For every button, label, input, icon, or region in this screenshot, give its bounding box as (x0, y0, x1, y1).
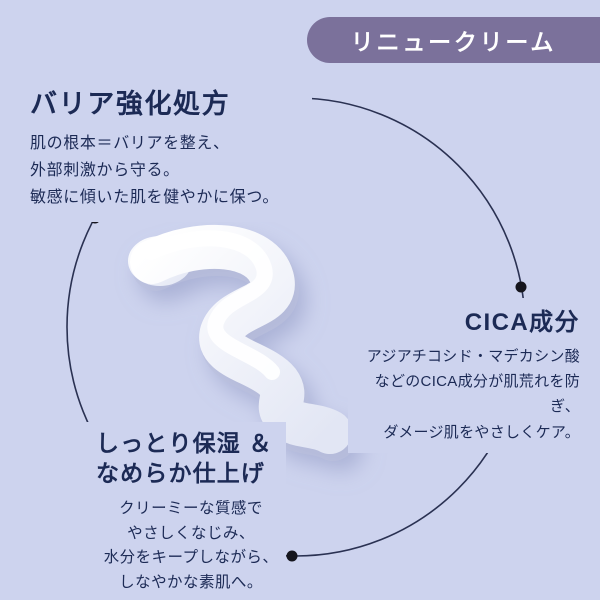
barrier-title: バリア強化処方 (30, 89, 231, 119)
barrier-line: 肌の根本＝バリアを整え、 (30, 135, 230, 152)
product-badge-label: リニュークリーム (350, 29, 557, 55)
barrier-line: 外部刺激から守る。 (30, 161, 180, 179)
product-badge: リニュークリーム (307, 17, 600, 63)
cica-line: ダメージ肌をやさしくケア。 (383, 423, 580, 441)
section-moisture: しっとり保湿 ＆ なめらか仕上げ クリーミーな質感で やさしくなじみ、 水分をキ… (84, 422, 286, 600)
ring-dot-cica (515, 281, 527, 293)
cream-swirl-image (128, 224, 356, 461)
moisture-line: しなやかな素肌へ。 (119, 574, 263, 592)
moisture-line: クリーミーな質感で (119, 499, 263, 517)
barrier-description: 肌の根本＝バリアを整え、 外部刺激から守る。 敏感に傾いた肌を健やかに保つ。 (30, 131, 312, 212)
barrier-line: 敏感に傾いた肌を健やかに保つ。 (30, 188, 279, 206)
cica-line: アジアチコシド・マデカシン酸 (366, 348, 580, 365)
moisture-line: 水分をキープしながら、 (103, 549, 279, 567)
moisture-title-line: しっとり保湿 ＆ (96, 430, 273, 456)
cica-description: アジアチコシド・マデカシン酸 などのCICA成分が肌荒れを防ぎ、 ダメージ肌をや… (354, 344, 580, 445)
cica-title: CICA成分 (464, 309, 580, 336)
moisture-title: しっとり保湿 ＆ なめらか仕上げ (96, 428, 286, 489)
section-cica: CICA成分 アジアチコシド・マデカシン酸 などのCICA成分が肌荒れを防ぎ、 … (348, 298, 588, 453)
cica-line: などのCICA成分が肌荒れを防ぎ、 (374, 373, 580, 416)
ring-dot-moisture (286, 550, 298, 562)
moisture-title-line: なめらか仕上げ (96, 460, 266, 487)
moisture-description: クリーミーな質感で やさしくなじみ、 水分をキープしながら、 しなやかな素肌へ。 (96, 497, 286, 596)
section-barrier: バリア強化処方 肌の根本＝バリアを整え、 外部刺激から守る。 敏感に傾いた肌を健… (20, 76, 312, 222)
moisture-line: やさしくなじみ、 (127, 524, 255, 542)
